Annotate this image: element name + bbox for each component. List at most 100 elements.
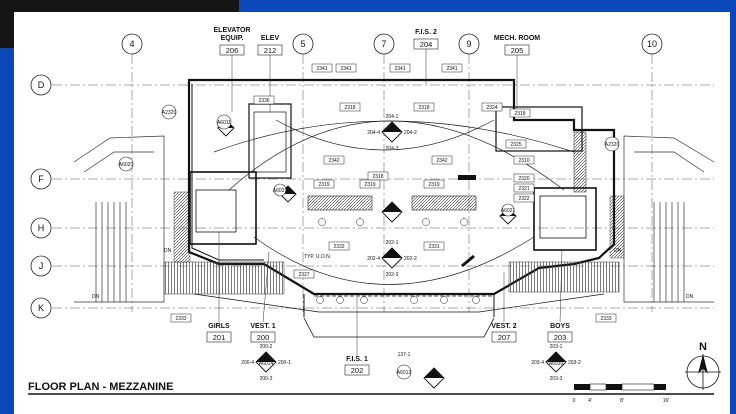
sheet-ref: A2320 bbox=[605, 142, 620, 148]
material-tag: 2321 bbox=[518, 186, 529, 192]
room-name: BOYS bbox=[550, 323, 570, 330]
scale-label: 16' bbox=[663, 398, 670, 404]
material-tag-boxes bbox=[170, 63, 617, 323]
grid-column-bubbles bbox=[121, 33, 663, 55]
grid-row-label: D bbox=[38, 80, 45, 90]
elevation-ref: 204-1 bbox=[386, 114, 399, 120]
wall-hatch bbox=[163, 131, 625, 295]
material-tag: 2336 bbox=[258, 98, 269, 104]
material-tag: 2341 bbox=[316, 66, 327, 72]
dn-label: DN bbox=[686, 294, 694, 300]
material-tag: 2342 bbox=[436, 158, 447, 164]
room-number: 205 bbox=[511, 46, 524, 55]
grid-col-label: 4 bbox=[129, 39, 134, 49]
dn-label: DN bbox=[92, 294, 100, 300]
room-number: 201 bbox=[213, 333, 226, 342]
sheet-ref: A6021 bbox=[501, 208, 516, 214]
scale-bar bbox=[574, 383, 666, 391]
room-name: F.I.S. 1 bbox=[346, 356, 368, 363]
sheet-ref: A6012 bbox=[397, 370, 412, 376]
elevation-ref: 137-1 bbox=[398, 352, 411, 358]
general-note: TYP. U.O.N. bbox=[304, 254, 331, 260]
material-tag: 2341 bbox=[394, 66, 405, 72]
material-tag: 2318 bbox=[372, 174, 383, 180]
scale-label: 8' bbox=[620, 398, 624, 404]
scale-label: 0 bbox=[573, 398, 576, 404]
elevation-ref: 200-4 bbox=[241, 360, 254, 366]
solid-marker bbox=[461, 254, 475, 268]
elevation-ref: 202-4 bbox=[367, 256, 380, 262]
material-tag: 2332 bbox=[333, 244, 344, 250]
dark-corner-edge bbox=[0, 0, 14, 48]
grid-row-label: K bbox=[38, 303, 44, 313]
side-wings bbox=[73, 135, 715, 303]
material-tag: 2318 bbox=[344, 105, 355, 111]
elevation-ref: 204-2 bbox=[404, 130, 417, 136]
material-tag: 2310 bbox=[518, 158, 529, 164]
solid-marker bbox=[458, 175, 476, 180]
elevation-ref: 204-3 bbox=[386, 146, 399, 152]
building-walls bbox=[187, 78, 616, 338]
material-tag: 2319 bbox=[428, 182, 439, 188]
floor-plan-drawing: 4 5 7 9 10 D F H J K bbox=[28, 27, 721, 404]
elevation-ref: 204-4 bbox=[367, 130, 380, 136]
sheet-ref: A2320 bbox=[162, 110, 177, 116]
material-tag: 2318 bbox=[418, 105, 429, 111]
material-tag: 2325 bbox=[510, 142, 521, 148]
elevation-ref: 202-3 bbox=[386, 272, 399, 278]
material-tag: 2333 bbox=[175, 316, 186, 322]
material-tag: 2331 bbox=[428, 244, 439, 250]
grid-row-label: J bbox=[39, 261, 44, 271]
grid-col-label: 10 bbox=[647, 39, 657, 49]
grid-col-label: 5 bbox=[300, 39, 305, 49]
elevation-ref: 200-3 bbox=[260, 376, 273, 382]
elevation-ref: 202-1 bbox=[386, 240, 399, 246]
dn-label: DN bbox=[164, 248, 172, 254]
material-tag: 2318 bbox=[514, 111, 525, 117]
grid-row-label: H bbox=[38, 223, 45, 233]
room-number: 200 bbox=[257, 333, 270, 342]
room-number: 212 bbox=[264, 46, 277, 55]
sheet-ref: A6011 bbox=[217, 120, 231, 126]
room-number: 202 bbox=[351, 366, 364, 375]
material-tag: 2322 bbox=[518, 196, 529, 202]
material-tag: 2342 bbox=[328, 158, 339, 164]
elevation-ref: 200-2 bbox=[260, 344, 273, 350]
material-tag: 2319 bbox=[364, 182, 375, 188]
material-tag: 2341 bbox=[340, 66, 351, 72]
room-name: GIRLS bbox=[208, 323, 230, 330]
scale-label: 4' bbox=[588, 398, 592, 404]
room-name: ELEV bbox=[261, 35, 280, 42]
grid-col-label: 9 bbox=[466, 39, 471, 49]
room-name: F.I.S. 2 bbox=[415, 29, 437, 36]
material-tag: 2333 bbox=[600, 316, 611, 322]
room-name: EQUIP. bbox=[221, 35, 244, 42]
sheet-ref: A6030 bbox=[549, 361, 564, 367]
room-number: 206 bbox=[226, 46, 239, 55]
room-number: 207 bbox=[498, 333, 511, 342]
north-label: N bbox=[699, 341, 707, 353]
sheet-ref: A6031 bbox=[273, 188, 288, 194]
door-markers bbox=[316, 218, 480, 304]
drawing-sheet: 4 5 7 9 10 D F H J K bbox=[14, 12, 730, 414]
elevation-ref: 203-3 bbox=[550, 376, 563, 382]
grid-col-label: 7 bbox=[381, 39, 386, 49]
material-tag: 2341 bbox=[446, 66, 457, 72]
leader-lines bbox=[218, 49, 563, 357]
room-number: 203 bbox=[554, 333, 567, 342]
room-number: 204 bbox=[420, 40, 433, 49]
sheet-callouts bbox=[118, 104, 620, 380]
material-tag: 2319 bbox=[318, 182, 329, 188]
drawing-title: FLOOR PLAN - MEZZANINE bbox=[28, 381, 173, 393]
room-name: VEST. 2 bbox=[491, 323, 516, 330]
dn-label: DN bbox=[614, 248, 622, 254]
room-name: MECH. ROOM bbox=[494, 35, 540, 42]
grid-row-label: F bbox=[38, 174, 44, 184]
room-name: ELEVATOR bbox=[214, 27, 251, 34]
dark-corner-bar bbox=[0, 0, 239, 14]
material-tag: 2320 bbox=[518, 176, 529, 182]
sheet-ref: A6020 bbox=[119, 162, 134, 168]
sheet-ref: A6014 bbox=[259, 361, 274, 367]
elevation-ref: 202-2 bbox=[404, 256, 417, 262]
